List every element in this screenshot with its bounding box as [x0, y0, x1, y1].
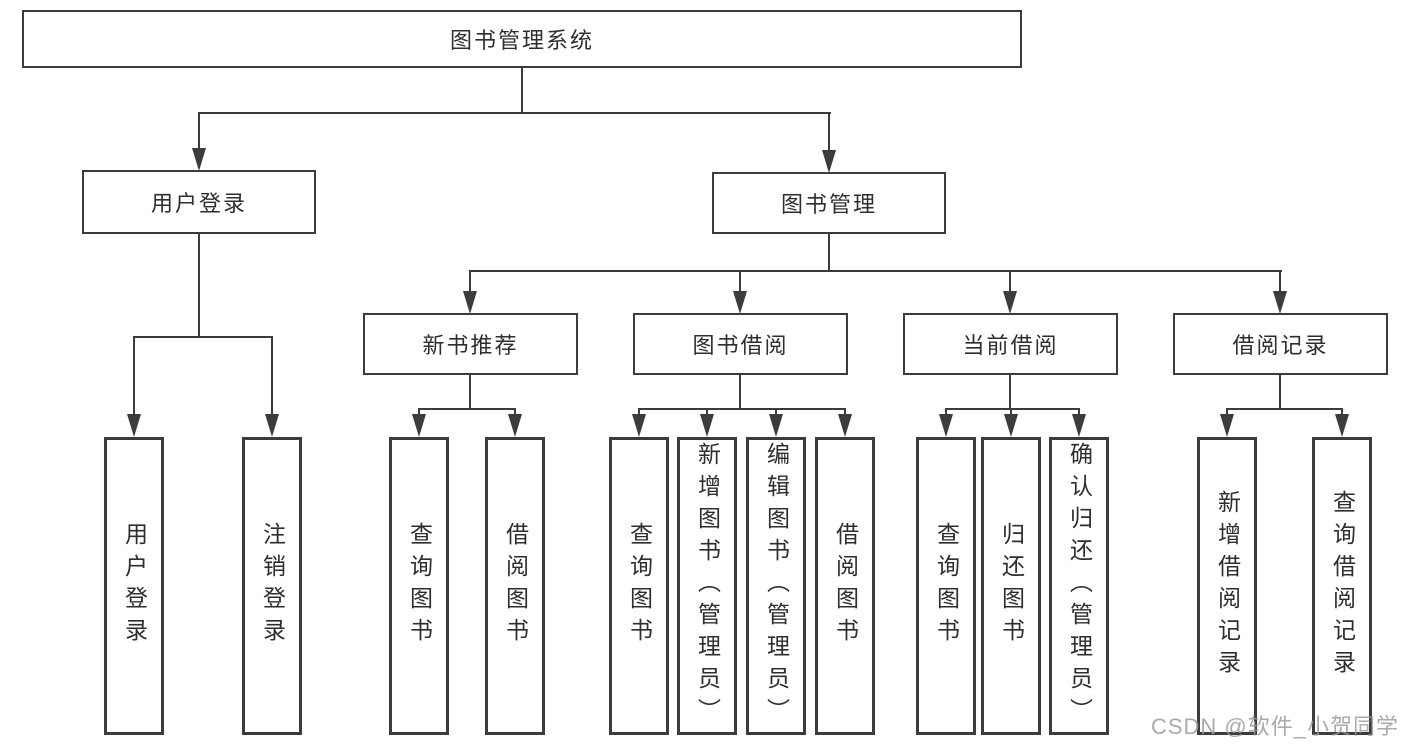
- leaf-borrow-books-recommend-label: 借阅图书: [502, 522, 529, 650]
- connector-to-borrow-records: [1279, 270, 1281, 292]
- leaf-add-book-admin: 新增图书（管理员）: [677, 437, 737, 735]
- connector-to-leaf-b2: [514, 408, 516, 418]
- connector-to-book-management: [828, 112, 830, 152]
- connector-to-leaf-c2: [706, 408, 708, 418]
- node-user-login: 用户登录: [82, 170, 316, 234]
- leaf-borrow-books: 借阅图书: [815, 437, 875, 735]
- leaf-query-books-recommend-label: 查询图书: [406, 522, 433, 650]
- leaf-logout-login: 注销登录: [242, 437, 302, 735]
- connector-root-stem: [521, 68, 523, 114]
- arrowhead-leaf-e2: [1335, 414, 1349, 437]
- leaf-borrow-books-recommend: 借阅图书: [485, 437, 545, 735]
- node-borrow-records-label: 借阅记录: [1232, 333, 1329, 358]
- connector-to-leaf-user-login: [133, 336, 135, 418]
- arrowhead-leaf-logout: [265, 414, 279, 437]
- arrowhead-book-management: [822, 150, 836, 173]
- connector-records-stem: [1279, 375, 1281, 410]
- arrowhead-leaf-c3: [769, 414, 783, 437]
- arrowhead-leaf-b1: [412, 414, 426, 437]
- node-borrow-records: 借阅记录: [1173, 313, 1388, 375]
- node-user-login-label: 用户登录: [150, 191, 247, 216]
- node-book-management: 图书管理: [712, 172, 946, 234]
- arrowhead-new-book-recommend: [463, 291, 477, 314]
- connector-user-login-stem: [198, 234, 200, 338]
- leaf-edit-book-admin: 编辑图书（管理员）: [746, 437, 806, 735]
- leaf-user-login: 用户登录: [104, 437, 164, 735]
- arrowhead-leaf-e1: [1220, 414, 1234, 437]
- leaf-query-borrow-record-label: 查询借阅记录: [1329, 490, 1356, 682]
- leaf-logout-login-label: 注销登录: [259, 522, 286, 650]
- csdn-watermark: CSDN @软件_小贺同学: [1150, 714, 1399, 739]
- arrowhead-leaf-c4: [838, 414, 852, 437]
- leaf-add-borrow-record-label: 新增借阅记录: [1214, 490, 1241, 682]
- connector-level2-branch: [198, 112, 831, 114]
- leaf-user-login-label: 用户登录: [121, 522, 148, 650]
- arrowhead-current-borrow: [1003, 291, 1017, 314]
- arrowhead-leaf-d1: [939, 414, 953, 437]
- connector-current-branch: [945, 408, 1080, 410]
- connector-current-stem: [1009, 375, 1011, 410]
- node-root: 图书管理系统: [22, 10, 1022, 68]
- node-root-label: 图书管理系统: [449, 28, 594, 53]
- leaf-add-book-admin-label: 新增图书（管理员）: [694, 442, 721, 730]
- arrowhead-leaf-d3: [1072, 414, 1086, 437]
- node-current-borrow: 当前借阅: [903, 313, 1118, 375]
- connector-to-current-borrow: [1009, 270, 1011, 292]
- leaf-query-books-current-label: 查询图书: [933, 522, 960, 650]
- connector-to-leaf-d3: [1078, 408, 1080, 418]
- arrowhead-leaf-c1: [632, 414, 646, 437]
- connector-recommend-branch: [418, 408, 516, 410]
- leaf-query-books-borrow: 查询图书: [609, 437, 669, 735]
- connector-to-book-borrow: [739, 270, 741, 292]
- connector-to-new-book-recommend: [469, 270, 471, 292]
- leaf-confirm-return-admin-label: 确认归还（管理员）: [1066, 442, 1093, 730]
- arrowhead-leaf-d2: [1004, 414, 1018, 437]
- connector-to-leaf-c1: [638, 408, 640, 418]
- leaf-return-book-label: 归还图书: [998, 522, 1025, 650]
- node-book-management-label: 图书管理: [780, 192, 877, 217]
- leaf-borrow-books-label: 借阅图书: [832, 522, 859, 650]
- leaf-edit-book-admin-label: 编辑图书（管理员）: [763, 442, 790, 730]
- arrowhead-borrow-records: [1273, 291, 1287, 314]
- connector-to-leaf-c3: [775, 408, 777, 418]
- connector-to-leaf-c4: [844, 408, 846, 418]
- arrowhead-leaf-b2: [508, 414, 522, 437]
- arrowhead-leaf-user-login: [127, 414, 141, 437]
- connector-records-branch: [1226, 408, 1343, 410]
- arrowhead-user-login: [192, 148, 206, 171]
- connector-borrow-branch: [638, 408, 846, 410]
- leaf-add-borrow-record: 新增借阅记录: [1197, 437, 1257, 735]
- leaf-confirm-return-admin: 确认归还（管理员）: [1049, 437, 1109, 735]
- connector-book-management-stem: [828, 234, 830, 272]
- leaf-query-borrow-record: 查询借阅记录: [1312, 437, 1372, 735]
- leaf-query-books-current: 查询图书: [916, 437, 976, 735]
- connector-to-leaf-e1: [1226, 408, 1228, 418]
- connector-to-leaf-d1: [945, 408, 947, 418]
- node-new-book-recommend-label: 新书推荐: [422, 333, 519, 358]
- connector-borrow-stem: [739, 375, 741, 410]
- node-new-book-recommend: 新书推荐: [363, 313, 578, 375]
- leaf-query-books-recommend: 查询图书: [389, 437, 449, 735]
- connector-recommend-stem: [469, 375, 471, 410]
- connector-level3-branch: [469, 270, 1282, 272]
- connector-to-leaf-logout: [271, 336, 273, 418]
- connector-to-leaf-e2: [1341, 408, 1343, 418]
- arrowhead-leaf-c2: [700, 414, 714, 437]
- arrowhead-book-borrow: [733, 291, 747, 314]
- connector-to-user-login: [198, 112, 200, 150]
- connector-user-login-branch: [133, 336, 273, 338]
- node-current-borrow-label: 当前借阅: [962, 333, 1059, 358]
- connector-to-leaf-d2: [1010, 408, 1012, 418]
- leaf-query-books-borrow-label: 查询图书: [626, 522, 653, 650]
- leaf-return-book: 归还图书: [981, 437, 1041, 735]
- node-book-borrow-label: 图书借阅: [692, 333, 789, 358]
- node-book-borrow: 图书借阅: [633, 313, 848, 375]
- connector-to-leaf-b1: [418, 408, 420, 418]
